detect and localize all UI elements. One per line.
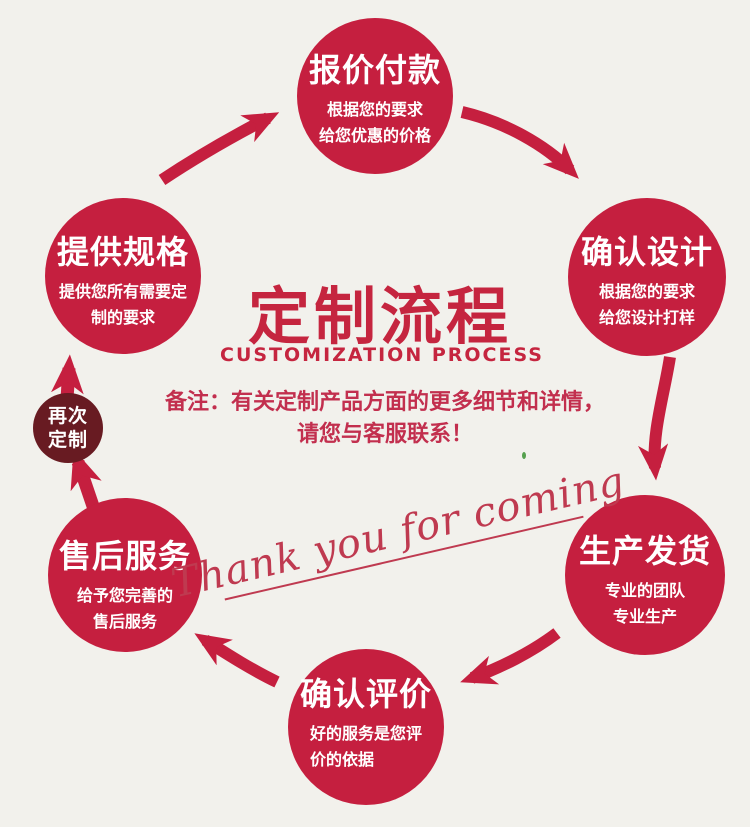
step-circle-production-shipping: 生产发货 专业的团队 专业生产 bbox=[565, 495, 725, 655]
arrow-design-to-production bbox=[637, 356, 676, 481]
step-circle-confirm-design: 确认设计 根据您的要求 给您设计打样 bbox=[568, 198, 726, 356]
step-description: 根据您的要求 给您优惠的价格 bbox=[319, 97, 431, 149]
step-description: 专业的团队 专业生产 bbox=[605, 578, 685, 630]
main-subtitle-english: CUSTOMIZATION PROCESS bbox=[220, 344, 544, 366]
step-title-line: 定制 bbox=[47, 429, 88, 451]
step-description: 提供您所有需要定 制的要求 bbox=[59, 279, 187, 331]
step-circle-provide-specs: 提供规格 提供您所有需要定 制的要求 bbox=[45, 198, 201, 354]
remark-note: 备注：有关定制产品方面的更多细节和详情， 请您与客服联系！ bbox=[105, 387, 665, 451]
step-description: 好的服务是您评 价的依据 bbox=[310, 721, 422, 773]
step-circle-quote-payment: 报价付款 根据您的要求 给您优惠的价格 bbox=[297, 18, 453, 174]
step-title: 确认设计 bbox=[580, 233, 713, 271]
step-desc-line: 根据您的要求 bbox=[598, 282, 695, 301]
green-dot-artifact bbox=[522, 452, 526, 459]
arrow-specs-to-quote bbox=[158, 112, 280, 185]
step-desc-line: 根据您的要求 bbox=[326, 100, 423, 119]
step-circle-after-sales: 售后服务 给予您完善的 售后服务 bbox=[48, 498, 202, 652]
step-description: 给予您完善的 售后服务 bbox=[77, 583, 173, 635]
step-desc-line: 制的要求 bbox=[90, 308, 155, 327]
step-title: 再次 定制 bbox=[48, 404, 88, 452]
arrow-aftersales-to-repeat bbox=[70, 449, 102, 515]
arrow-quote-to-design bbox=[460, 106, 579, 179]
arrow-production-to-evaluation bbox=[460, 628, 561, 685]
step-circle-confirm-evaluation: 确认评价 好的服务是您评 价的依据 bbox=[288, 649, 444, 805]
step-title: 售后服务 bbox=[58, 537, 191, 575]
remark-line-1: 备注：有关定制产品方面的更多细节和详情， bbox=[164, 390, 605, 415]
step-desc-line: 给您优惠的价格 bbox=[318, 126, 431, 145]
remark-line-2: 请您与客服联系！ bbox=[296, 422, 473, 447]
step-desc-line: 专业生产 bbox=[612, 607, 677, 626]
step-title: 生产发货 bbox=[578, 532, 711, 570]
step-desc-line: 给您设计打样 bbox=[598, 308, 695, 327]
step-title-line: 再次 bbox=[47, 405, 88, 427]
step-title: 报价付款 bbox=[308, 51, 441, 89]
step-desc-line: 给予您完善的 bbox=[76, 586, 173, 605]
step-desc-line: 提供您所有需要定 bbox=[58, 282, 187, 301]
step-circle-repeat-custom: 再次 定制 bbox=[33, 393, 103, 463]
step-desc-line: 售后服务 bbox=[92, 612, 157, 631]
step-title: 提供规格 bbox=[56, 233, 189, 271]
step-desc-line: 专业的团队 bbox=[604, 581, 685, 600]
step-title: 确认评价 bbox=[299, 675, 432, 713]
step-desc-line: 好的服务是您评 bbox=[309, 724, 422, 743]
step-description: 根据您的要求 给您设计打样 bbox=[599, 279, 695, 331]
arrow-evaluation-to-aftersales bbox=[194, 633, 280, 688]
step-desc-line: 价的依据 bbox=[309, 750, 374, 769]
main-title: 定制流程 bbox=[247, 280, 512, 353]
